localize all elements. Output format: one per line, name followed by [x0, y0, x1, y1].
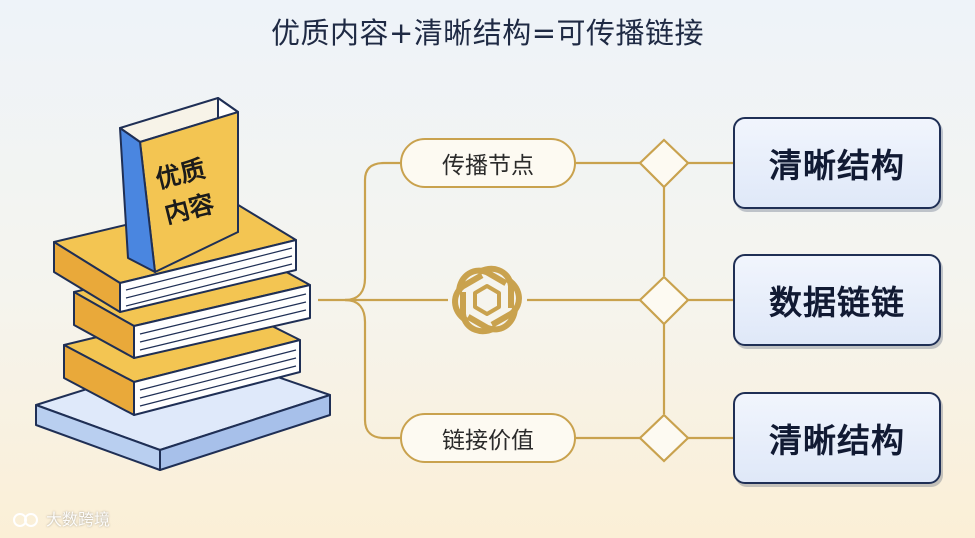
diamond-node-2: [638, 275, 690, 326]
left-branch-bracket-lower: [344, 298, 400, 440]
result-box-2: 数据链链: [733, 254, 941, 346]
pill-node-spread: 传播节点: [400, 138, 576, 188]
left-branch-bracket: [344, 161, 400, 302]
result-box-3: 清晰结构: [733, 392, 941, 484]
openai-logo-icon: [448, 264, 526, 337]
watermark: 大数跨境: [6, 506, 110, 530]
book-standing: [119, 97, 239, 273]
watermark-logo-icon: [13, 513, 38, 527]
page-title: 优质内容+清晰结构=可传播链接: [270, 16, 705, 50]
diamond-node-1: [638, 138, 690, 189]
diamond-node-3: [638, 413, 690, 463]
connector-lines: [318, 161, 733, 440]
book-stack-illustration: [35, 97, 331, 471]
pill-node-link-value: 链接价值: [400, 413, 576, 463]
diamond-nodes: [638, 138, 690, 463]
watermark-text: 大数跨境: [46, 510, 111, 529]
result-box-1: 清晰结构: [733, 117, 941, 209]
